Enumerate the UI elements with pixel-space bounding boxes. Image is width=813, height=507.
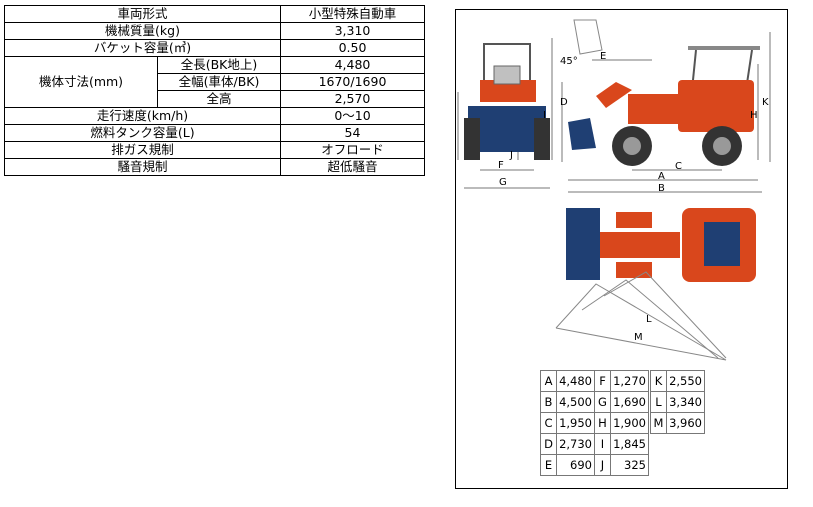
dim-value: 3,960 (666, 412, 705, 434)
dim-value: 690 (556, 454, 595, 476)
dim-key: D (540, 433, 557, 455)
dim-label-A: A (658, 171, 665, 182)
dim-label-H: H (750, 110, 758, 121)
dim-key: E (540, 454, 557, 476)
dim-label-I: I (543, 110, 546, 121)
dim-key: M (650, 412, 667, 434)
noise-label: 騒音規制 (4, 158, 281, 176)
dimensions-label: 機体寸法(mm) (4, 56, 158, 108)
fuel-label: 燃料タンク容量(L) (4, 124, 281, 142)
spec-table: 車両形式 小型特殊自動車 機械質量(kg) 3,310 バケット容量(㎥) 0.… (4, 5, 425, 176)
dim-key: A (540, 370, 557, 392)
dim-label-G: G (499, 177, 507, 188)
dim-key: H (594, 412, 611, 434)
mass-label: 機械質量(kg) (4, 22, 281, 40)
dim-label-J: J (509, 150, 513, 161)
dim-value: 2,730 (556, 433, 595, 455)
emission-value: オフロード (280, 141, 425, 159)
dim-label-L: L (646, 314, 652, 325)
bucket-label: バケット容量(㎥) (4, 39, 281, 57)
length-label: 全長(BK地上) (157, 56, 281, 74)
dim-label-K: K (762, 97, 769, 108)
width-value: 1670/1690 (280, 73, 425, 91)
dim-value: 2,550 (666, 370, 705, 392)
dim-label-E: E (600, 51, 606, 62)
front-view (457, 38, 553, 189)
dim-value: 4,480 (556, 370, 595, 392)
dim-key: J (594, 454, 611, 476)
dim-key: K (650, 370, 667, 392)
speed-value: 0〜10 (280, 107, 425, 125)
dim-key: I (594, 433, 611, 455)
dim-value: 1,270 (610, 370, 649, 392)
model-value: 小型特殊自動車 (280, 5, 425, 23)
height-value: 2,570 (280, 90, 425, 108)
dim-label-M: M (634, 332, 643, 343)
dim-key: G (594, 391, 611, 413)
side-view (561, 19, 771, 193)
dim-value: 1,690 (610, 391, 649, 413)
angle-label: 45° (560, 56, 578, 67)
fuel-value: 54 (280, 124, 425, 142)
dim-label-F: F (498, 160, 504, 171)
dim-value: 1,900 (610, 412, 649, 434)
dim-value: 325 (610, 454, 649, 476)
speed-label: 走行速度(km/h) (4, 107, 281, 125)
dim-value: 1,845 (610, 433, 649, 455)
dim-key: B (540, 391, 557, 413)
dim-value: 4,500 (556, 391, 595, 413)
width-label: 全幅(車体/BK) (157, 73, 281, 91)
dim-key: F (594, 370, 611, 392)
mass-value: 3,310 (280, 22, 425, 40)
dim-label-D: D (560, 97, 568, 108)
dim-value: 1,950 (556, 412, 595, 434)
loader-drawing: 45° E D I K H F J G C A B L M (457, 19, 771, 361)
dim-value: 3,340 (666, 391, 705, 413)
noise-value: 超低騒音 (280, 158, 425, 176)
emission-label: 排ガス規制 (4, 141, 281, 159)
height-label: 全高 (157, 90, 281, 108)
dim-label-B: B (658, 183, 665, 194)
length-value: 4,480 (280, 56, 425, 74)
model-label: 車両形式 (4, 5, 281, 23)
dim-key: C (540, 412, 557, 434)
dim-key: L (650, 391, 667, 413)
bucket-value: 0.50 (280, 39, 425, 57)
dim-label-C: C (675, 161, 682, 172)
top-view (555, 208, 756, 361)
